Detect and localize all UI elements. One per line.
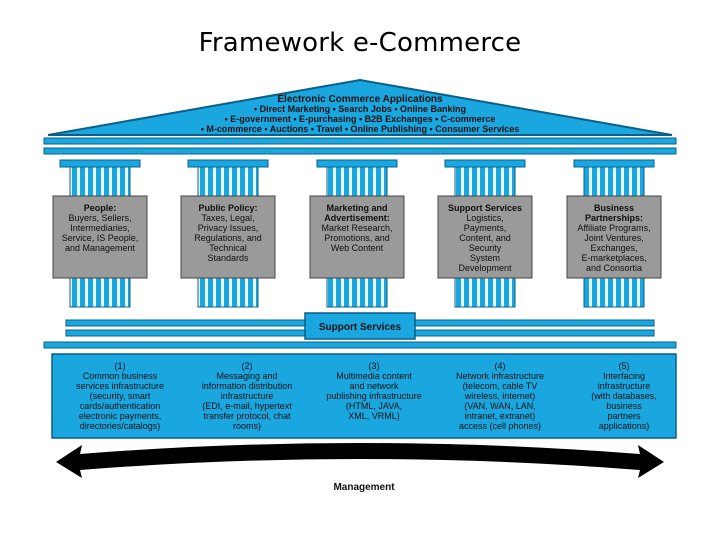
entablature-bar-1: [43, 137, 677, 145]
pillar-title: Support Services: [448, 203, 522, 213]
foundation-line: Messaging and: [216, 371, 277, 381]
pillar-title: Business: [594, 203, 634, 213]
pillar-line: Content, and: [459, 233, 511, 243]
foundation-line: (VAN, WAN, LAN,: [464, 401, 536, 411]
pillar-title: Partnerships:: [585, 213, 643, 223]
pillar-line: Joint Ventures,: [584, 233, 644, 243]
management-label: Management: [333, 482, 395, 493]
pillar-title: Marketing and: [326, 203, 387, 213]
foundation-line: wireless, internet): [464, 391, 536, 401]
foundation-line: applications): [599, 421, 650, 431]
foundation-line: business: [606, 401, 642, 411]
foundation-line: (security, smart: [90, 391, 151, 401]
foundation-line: access (cell phones): [459, 421, 541, 431]
pillar-line: Taxes, Legal,: [201, 213, 254, 223]
roof-heading: Electronic Commerce Applications: [277, 94, 443, 105]
foundation-line: publishing infrastructure: [326, 391, 422, 401]
roof-line-1: • Direct Marketing • Search Jobs • Onlin…: [254, 104, 466, 114]
foundation-line: (with databases,: [591, 391, 657, 401]
pillar-box-2: [180, 195, 276, 279]
base-bar-3: [43, 341, 677, 349]
foundation-line: information distribution: [202, 381, 293, 391]
foundation-line: (telecom, cable TV: [463, 381, 538, 391]
foundation-line: intranet, extranet): [465, 411, 536, 421]
pillar-line: Buyers, Sellers,: [68, 213, 131, 223]
foundation-line: (EDI, e-mail, hypertext: [202, 401, 292, 411]
foundation-number: (2): [242, 361, 253, 371]
pillar-title: Public Policy:: [198, 203, 257, 213]
roof-line-3: • M-commerce • Auctions • Travel • Onlin…: [201, 124, 520, 134]
foundation-line: (HTML, JAVA,: [346, 401, 402, 411]
foundation-line: rooms): [233, 421, 261, 431]
foundation-line: Multimedia content: [336, 371, 412, 381]
slide-title: Framework e-Commerce: [198, 28, 522, 58]
pillar-line: Privacy Issues,: [198, 223, 259, 233]
management-arrow: [56, 443, 664, 478]
foundation-line: infrastructure: [221, 391, 274, 401]
support-services-label: Support Services: [319, 322, 402, 333]
pillar-line: E-marketplaces,: [581, 253, 646, 263]
foundation-line: partners: [607, 411, 641, 421]
foundation-line: cards/authentication: [80, 401, 161, 411]
pillar-line: Security: [469, 243, 502, 253]
foundation-line: Interfacing: [603, 371, 645, 381]
pillar-box-4: [437, 195, 533, 279]
foundation-line: services infrastructure: [76, 381, 164, 391]
foundation-line: Common business: [83, 371, 158, 381]
pillar-line: Regulations, and: [194, 233, 262, 243]
foundation-line: electronic payments,: [79, 411, 162, 421]
foundation-number: (1): [115, 361, 126, 371]
foundation-number: (4): [495, 361, 506, 371]
foundation-line: Network infrastructure: [456, 371, 544, 381]
foundation-number: (5): [619, 361, 630, 371]
pillar-box-5: [566, 195, 662, 279]
pillar-line: Affiliate Programs,: [577, 223, 650, 233]
pillar-line: Promotions, and: [324, 233, 390, 243]
foundation-line: infrastructure: [598, 381, 651, 391]
column-capitals: [59, 159, 655, 168]
pillar-title: People:: [84, 203, 117, 213]
pillar-line: Exchanges,: [590, 243, 637, 253]
foundation-line: and network: [349, 381, 399, 391]
pillar-line: Web Content: [331, 243, 384, 253]
pillar-line: Service, IS People,: [62, 233, 139, 243]
pillar-title: Advertisement:: [324, 213, 390, 223]
pillar-box-3: [309, 195, 405, 279]
entablature-bar-2: [43, 147, 677, 155]
pillar-box-1: [52, 195, 148, 279]
foundation-line: XML, VRML): [348, 411, 400, 421]
pillar-line: Payments,: [464, 223, 507, 233]
pillar-boxes: People:Buyers, Sellers,Intermediaries,Se…: [52, 195, 662, 279]
pillar-line: and Management: [65, 243, 136, 253]
roof-line-2: • E-government • E-purchasing • B2B Exch…: [225, 114, 496, 124]
support-services-box: [304, 312, 416, 340]
foundation-line: transfer protocol, chat: [203, 411, 291, 421]
roof-pediment: [47, 78, 673, 136]
foundation-line: directories/catalogs): [80, 421, 161, 431]
foundation-block: [51, 353, 677, 439]
pillar-line: Market Research,: [321, 223, 392, 233]
pillar-line: Development: [458, 263, 512, 273]
pillar-line: Technical: [209, 243, 247, 253]
pillar-line: Intermediaries,: [70, 223, 130, 233]
pillar-line: and Consortia: [586, 263, 642, 273]
foundation-number: (3): [369, 361, 380, 371]
pillar-line: System: [470, 253, 500, 263]
pillar-line: Standards: [207, 253, 249, 263]
pillar-line: Logistics,: [466, 213, 504, 223]
